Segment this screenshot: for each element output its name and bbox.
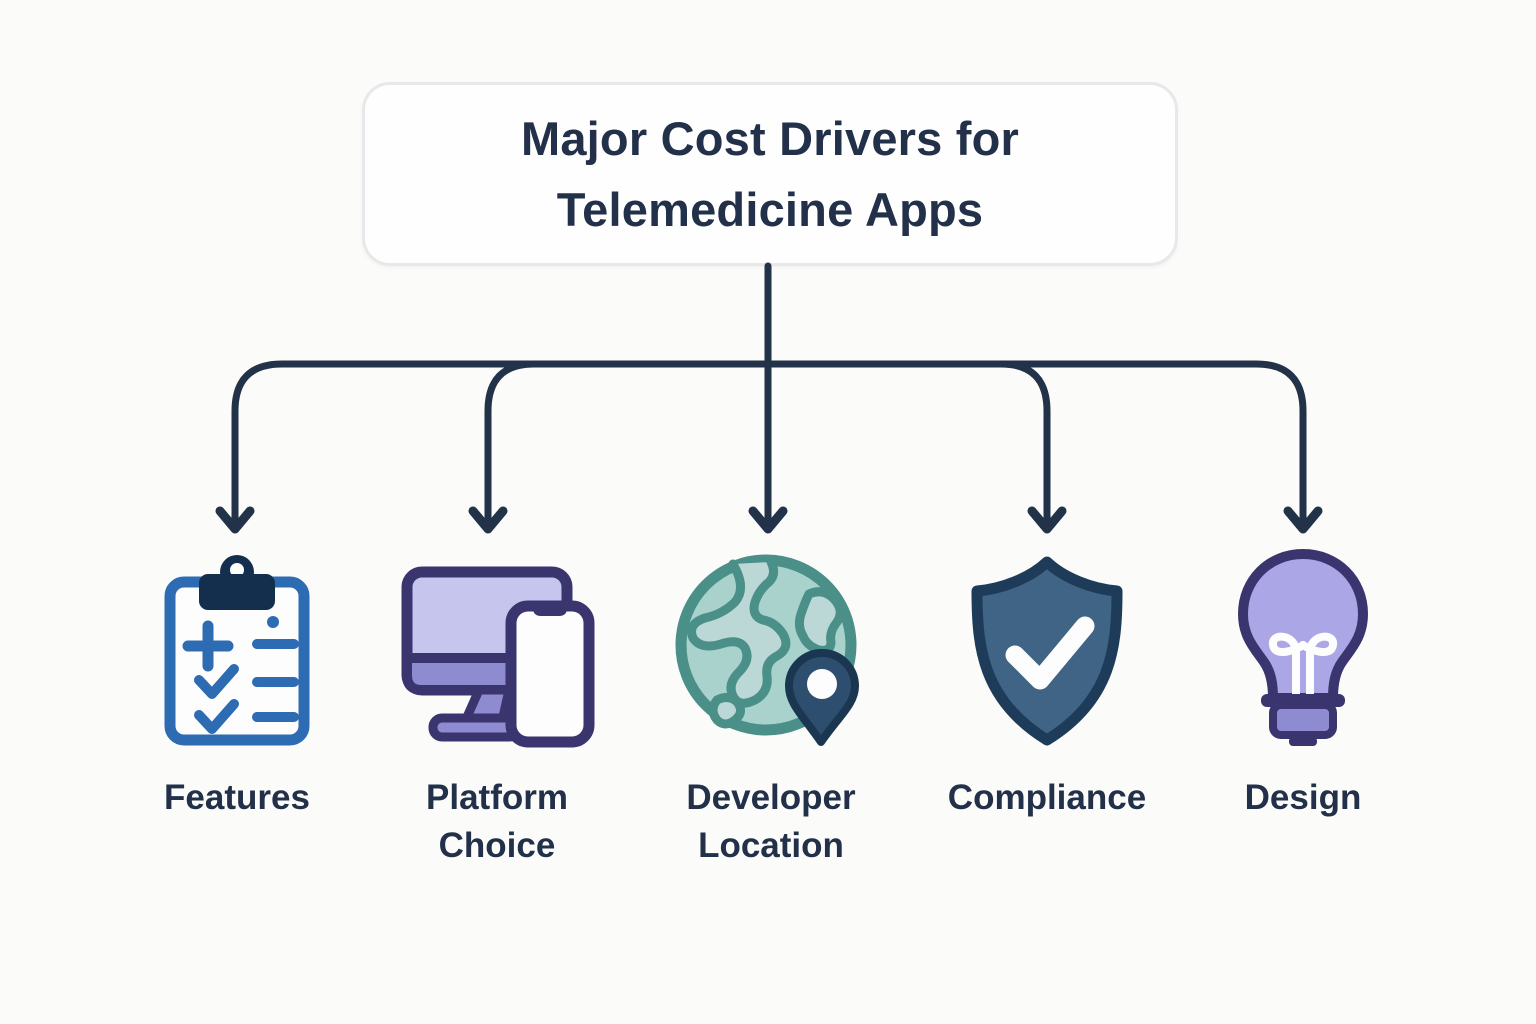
- label-design: Design: [1244, 778, 1362, 817]
- lightbulb-icon: [1238, 549, 1368, 746]
- node-platform-choice: Platform Choice: [377, 552, 617, 871]
- page-title-line-2: Telemedicine Apps: [556, 183, 984, 236]
- node-compliance: Compliance: [927, 552, 1167, 822]
- arrowhead-compliance-icon: [1027, 506, 1067, 534]
- desktop-and-phone-icon: [401, 566, 595, 748]
- shield-check-icon: [971, 556, 1123, 746]
- arrowhead-developer-icon: [748, 506, 788, 534]
- title-box: Major Cost Drivers for Telemedicine Apps: [362, 82, 1178, 266]
- connector-drop-compliance: [997, 360, 1051, 523]
- node-design: Design: [1183, 549, 1423, 822]
- node-developer-location: Developer Location: [651, 552, 891, 871]
- arrowhead-platform-icon: [468, 506, 508, 534]
- connector-drop-features: [231, 360, 286, 523]
- label-platform-choice: Platform Choice: [426, 778, 568, 866]
- page-title-line-1: Major Cost Drivers for: [520, 111, 1019, 165]
- label-compliance: Compliance: [947, 778, 1147, 817]
- connector-drop-platform: [484, 360, 538, 523]
- arrowhead-features-icon: [215, 506, 255, 534]
- clipboard-checklist-icon: [164, 555, 310, 746]
- label-features: Features: [164, 778, 310, 817]
- label-developer-location: Developer Location: [686, 778, 856, 866]
- globe-location-pin-icon: [675, 554, 859, 746]
- node-features: Features: [117, 552, 357, 822]
- connector-drop-design: [1252, 360, 1307, 523]
- arrowhead-design-icon: [1283, 506, 1323, 534]
